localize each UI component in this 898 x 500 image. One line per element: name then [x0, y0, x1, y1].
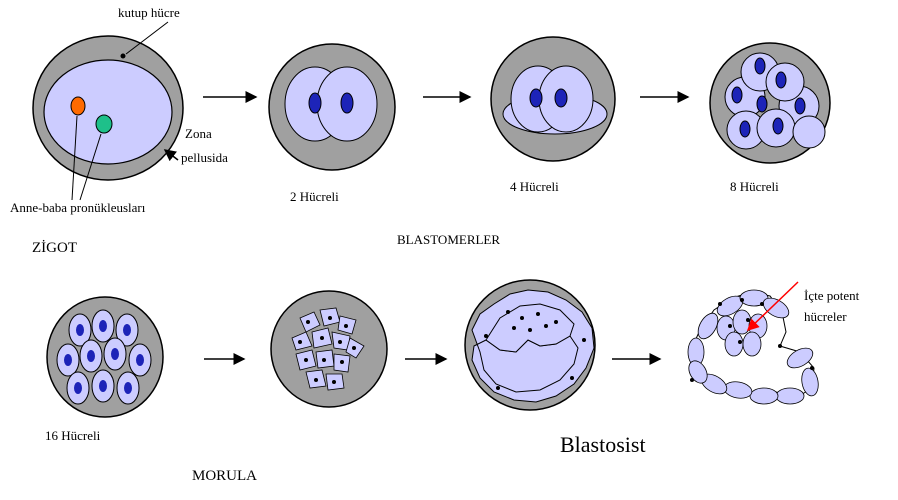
label-pellusida: pellusida — [181, 150, 228, 165]
label-morula: MORULA — [192, 468, 257, 484]
label-zona: Zona — [185, 126, 212, 141]
label-zigot: ZİGOT — [32, 240, 77, 256]
sixteen-cell-stage — [47, 297, 163, 417]
zygote — [33, 36, 183, 180]
label-4-hucreli: 4 Hücreli — [510, 179, 559, 194]
label-blastomerler: BLASTOMERLER — [397, 232, 500, 247]
label-hucreler: hücreler — [804, 309, 847, 324]
label-pronukleus: Anne-baba pronükleusları — [10, 200, 146, 215]
four-cell-stage — [491, 37, 615, 161]
eight-cell-stage — [710, 43, 830, 163]
morula-stage — [271, 291, 387, 407]
label-blastosist: Blastosist — [560, 432, 646, 457]
label-kutup-hucre: kutup hücre — [118, 5, 180, 20]
father-pronucleus — [96, 115, 112, 133]
polar-body — [121, 54, 126, 59]
blastocyst-in-zona — [465, 280, 595, 410]
zona-pointer — [165, 150, 178, 160]
label-2-hucreli: 2 Hücreli — [290, 189, 339, 204]
mother-pronucleus — [71, 97, 85, 115]
label-8-hucreli: 8 Hücreli — [730, 179, 779, 194]
label-16-hucreli: 16 Hücreli — [45, 428, 101, 443]
label-icte-potent: İçte potent — [804, 288, 860, 303]
two-cell-stage — [269, 44, 395, 170]
blastocyst-hatched — [685, 290, 820, 404]
